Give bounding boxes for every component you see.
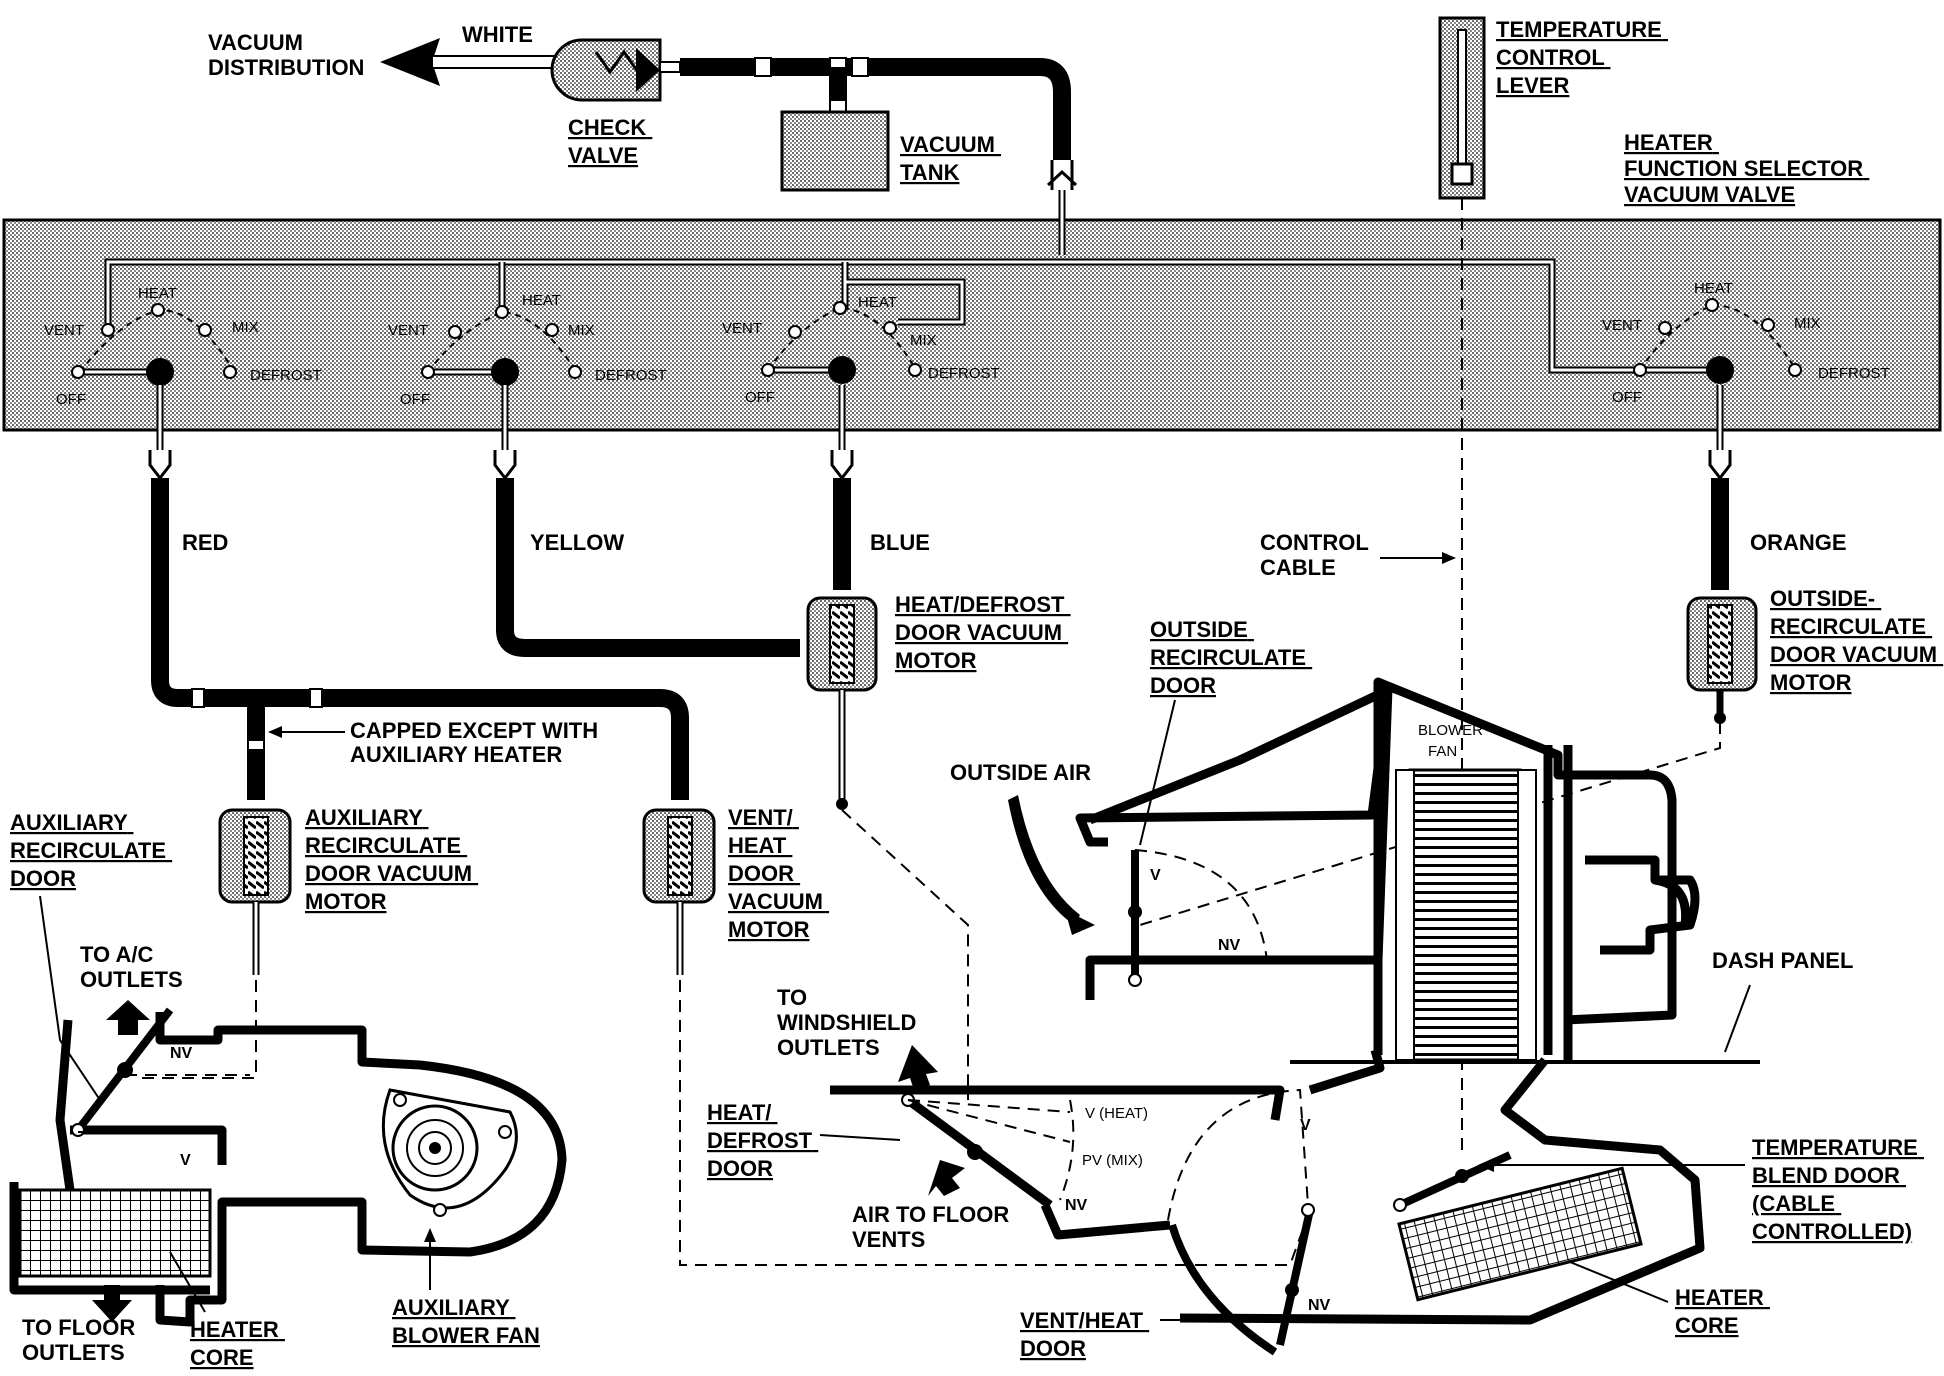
aux-recirculate-door-label: AUXILIARY RECIRCULATE DOOR	[10, 810, 172, 891]
temperature-control-lever[interactable]	[1438, 16, 1486, 200]
heat-defrost-door-label: HEAT/ DEFROST DOOR	[707, 1100, 818, 1181]
floor-outlets-arrow-icon	[92, 1285, 132, 1322]
auxiliary-blower-fan	[381, 1088, 518, 1217]
red-hose-label: RED	[182, 530, 228, 555]
heat-defrost-door-area	[830, 1085, 1285, 1240]
blower-fan-label: BLOWER FAN	[1418, 722, 1487, 760]
orange-hose-label: ORANGE	[1750, 530, 1847, 555]
svg-text:PV (MIX): PV (MIX)	[1082, 1152, 1143, 1169]
svg-text:VENT: VENT	[722, 320, 762, 337]
outside-recirculate-door-vacuum-motor	[1686, 596, 1758, 724]
main-heater-core-label: HEATER CORE	[1675, 1285, 1770, 1338]
svg-text:NV: NV	[1308, 1297, 1331, 1314]
svg-text:V: V	[180, 1152, 191, 1169]
vent-heat-motor-label: VENT/ HEAT DOOR VACUUM MOTOR	[728, 805, 829, 942]
white-hose-label: WHITE	[462, 22, 533, 47]
svg-text:MIX: MIX	[568, 322, 595, 339]
check-valve-label: CHECK VALVE	[568, 115, 652, 168]
selector-switch-4: VENT HEAT MIX DEFROST OFF	[1602, 280, 1890, 406]
vacuum-tank-label: VACUUM TANK	[900, 132, 1001, 185]
aux-recirculate-motor-label: AUXILIARY RECIRCULATE DOOR VACUUM MOTOR	[305, 805, 478, 914]
svg-text:V (HEAT): V (HEAT)	[1085, 1105, 1148, 1122]
svg-text:DEFROST: DEFROST	[595, 367, 667, 384]
svg-text:OFF: OFF	[56, 391, 86, 408]
svg-text:VENT: VENT	[44, 322, 84, 339]
svg-text:DEFROST: DEFROST	[1818, 365, 1890, 382]
svg-text:V: V	[1300, 1117, 1311, 1134]
heat-defrost-door-vacuum-motor	[806, 596, 878, 810]
capped-label: CAPPED EXCEPT WITH AUXILIARY HEATER	[350, 718, 604, 767]
auxiliary-recirculate-door-vacuum-motor	[218, 808, 292, 975]
vacuum-tank	[780, 110, 890, 192]
vacuum-distribution-label: VACUUM DISTRIBUTION	[208, 30, 364, 80]
yellow-hose-label: YELLOW	[530, 530, 624, 555]
outside-recirculate-door[interactable]	[1128, 849, 1269, 987]
air-to-floor-label: AIR TO FLOOR VENTS	[852, 1202, 1015, 1252]
vent-heat-door-label: VENT/HEAT DOOR	[1020, 1308, 1149, 1361]
auxiliary-recirculate-door[interactable]	[71, 1007, 250, 1137]
main-blower-housing	[1075, 677, 1705, 1325]
selector-switch-3: VENT HEAT MIX DEFROST OFF	[722, 294, 1000, 406]
svg-text:DEFROST: DEFROST	[250, 367, 322, 384]
svg-text:HEAT: HEAT	[858, 294, 897, 311]
auxiliary-heater-housing	[9, 1012, 567, 1327]
blue-hose-label: BLUE	[870, 530, 930, 555]
vent-heat-door-vacuum-motor	[642, 808, 716, 975]
outside-air-arrow	[1008, 795, 1080, 925]
svg-text:MIX: MIX	[1794, 315, 1821, 332]
windshield-arrow-icon	[898, 1045, 938, 1090]
check-valve	[550, 38, 681, 102]
temperature-blend-door-label: TEMPERATURE BLEND DOOR (CABLE CONTROLLED…	[1752, 1135, 1924, 1244]
svg-text:HEAT: HEAT	[138, 285, 177, 302]
svg-text:MIX: MIX	[232, 319, 259, 336]
svg-text:DEFROST: DEFROST	[928, 365, 1000, 382]
outside-air-label: OUTSIDE AIR	[950, 760, 1091, 785]
svg-text:OFF: OFF	[1612, 389, 1642, 406]
svg-text:VENT: VENT	[1602, 317, 1642, 334]
control-cable-label: CONTROL CABLE	[1260, 530, 1375, 580]
svg-text:HEAT: HEAT	[522, 292, 561, 309]
svg-text:HEAT: HEAT	[1694, 280, 1733, 297]
outside-recirculate-motor-label: OUTSIDE- RECIRCULATE DOOR VACUUM MOTOR	[1770, 586, 1943, 695]
svg-text:VENT: VENT	[388, 322, 428, 339]
svg-text:OFF: OFF	[745, 389, 775, 406]
temperature-control-lever-label: TEMPERATURE CONTROL LEVER	[1496, 17, 1668, 98]
floor-vents-arrow-icon	[928, 1160, 965, 1196]
dash-panel-label: DASH PANEL	[1712, 948, 1853, 973]
svg-text:NV: NV	[1065, 1197, 1088, 1214]
svg-text:NV: NV	[170, 1045, 193, 1062]
aux-heater-core-label: HEATER CORE	[190, 1317, 285, 1370]
supply-hose	[680, 58, 1071, 160]
svg-text:NV: NV	[1218, 937, 1241, 954]
yellow-hose	[496, 478, 800, 657]
svg-text:OFF: OFF	[400, 391, 430, 408]
manifold-lines	[104, 190, 1640, 374]
ac-outlets-arrow-icon	[106, 1000, 150, 1035]
outside-recirculate-door-label: OUTSIDE RECIRCULATE DOOR	[1150, 617, 1312, 698]
hose-connectors	[148, 450, 1732, 481]
svg-text:MIX: MIX	[910, 332, 937, 349]
red-hose	[151, 478, 689, 800]
to-ac-outlets-label: TO A/C OUTLETS	[80, 942, 183, 992]
to-floor-outlets-label: TO FLOOR OUTLETS	[22, 1315, 141, 1365]
heater-function-selector-label: HEATER FUNCTION SELECTOR VACUUM VALVE	[1624, 130, 1869, 207]
heat-defrost-motor-label: HEAT/DEFROST DOOR VACUUM MOTOR	[895, 592, 1071, 673]
main-heater-core	[1397, 1166, 1643, 1302]
selector-switch-1: VENT HEAT MIX DEFROST OFF	[44, 285, 322, 408]
svg-text:V: V	[1150, 867, 1161, 884]
to-windshield-label: TO WINDSHIELD OUTLETS	[777, 985, 922, 1060]
aux-blower-fan-label: AUXILIARY BLOWER FAN	[392, 1295, 540, 1348]
selector-valve-panel	[2, 218, 1942, 432]
vent-heat-door[interactable]	[1167, 1088, 1315, 1356]
selector-switch-2: VENT HEAT MIX DEFROST OFF	[388, 292, 667, 408]
